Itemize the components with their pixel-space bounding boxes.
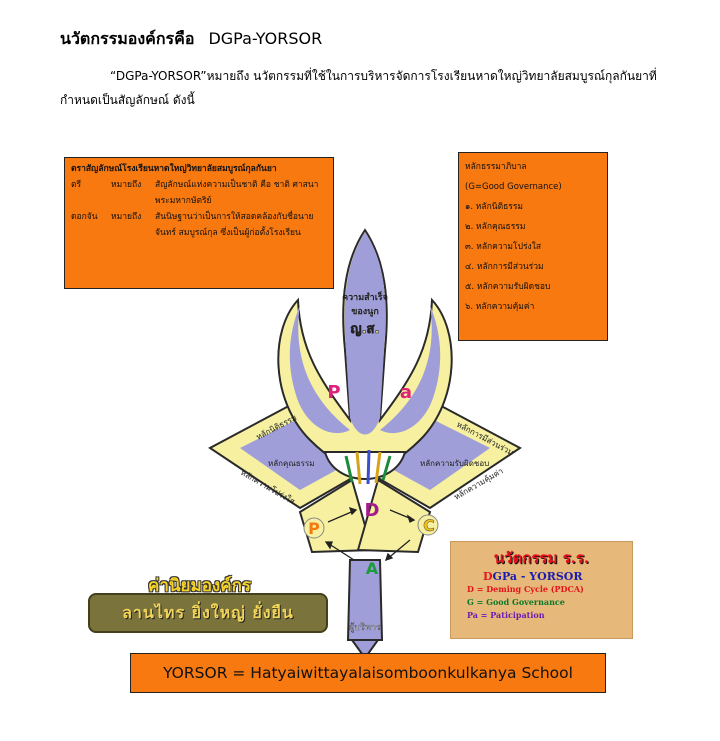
description: สันนิษฐานว่าเป็นการให้สอดคล้องกับชื่อนาย… <box>155 212 314 238</box>
governance-title: หลักธรรมาภิบาล <box>465 162 527 172</box>
cycle-letter-c: C <box>423 516 435 535</box>
governance-item: ๒. หลักคุณธรรม <box>465 222 526 232</box>
governance-box: หลักธรรมาภิบาล (G=Good Governance) ๑. หล… <box>458 152 608 341</box>
emblem-heading: ตราสัญลักษณ์โรงเรียนหาดใหญ่วิทยาลัยสมบูร… <box>71 164 277 174</box>
center-sticks <box>344 449 392 485</box>
innovation-line-pa: Pa = Paticipation <box>467 610 545 620</box>
title-name: DGPa-YORSOR <box>208 29 323 48</box>
values-motto: ลานไทร ยิ่งใหญ่ ยั่งยืน <box>122 602 294 622</box>
acronym-d: D <box>483 570 493 583</box>
acronym-rest: GPa - YORSOR <box>492 570 583 583</box>
governance-item: ๓. หลักความโปร่งใส <box>465 242 542 252</box>
emblem-description-box: ตราสัญลักษณ์โรงเรียนหาดใหญ่วิทยาลัยสมบูร… <box>64 157 334 289</box>
intro-paragraph: “DGPa-YORSOR”หมายถึง นวัตกรรมที่ใช้ในการ… <box>60 69 657 107</box>
top-label-3: ญ.ส. <box>351 322 380 337</box>
values-banner: ลานไทร ยิ่งใหญ่ ยั่งยืน <box>88 593 328 633</box>
innovation-heading: นวัตกรรม ร.ร. <box>493 549 590 567</box>
governance-item: ๕. หลักความรับผิดชอบ <box>465 282 551 292</box>
letter-a-big: a <box>400 382 412 403</box>
title-prefix: นวัตกรรมองค์กรคือ <box>60 29 195 48</box>
right-petal-label-2: หลักความรับผิดชอบ <box>420 459 489 468</box>
description: สัญลักษณ์แห่งความเป็นชาติ คือ ชาติ ศาสนา… <box>155 180 319 206</box>
innovation-acronym: DGPa - YORSOR <box>483 570 616 583</box>
bottom-stem-label: ผู้บริหาร <box>349 622 381 633</box>
left-petal-label-2: หลักคุณธรรม <box>268 459 315 468</box>
trident-stem <box>346 559 384 641</box>
footer-text: YORSOR = Hatyaiwittayalaisomboonkulkanya… <box>163 664 573 682</box>
governance-item: ๑. หลักนิติธรรม <box>465 202 524 212</box>
means: หมายถึง <box>111 180 142 190</box>
term: ตรี <box>71 180 82 190</box>
cycle-letter-d: D <box>365 500 380 521</box>
governance-item: ๔. หลักการมีส่วนร่วม <box>465 262 544 272</box>
governance-subtitle: (G=Good Governance) <box>465 182 562 192</box>
bottom-right-petal <box>356 478 432 554</box>
cycle-letter-p: P <box>308 519 320 538</box>
term: ดอกจัน <box>71 212 98 222</box>
page-title: นวัตกรรมองค์กรคือ DGPa-YORSOR <box>60 27 322 52</box>
innovation-box: นวัตกรรม ร.ร. DGPa - YORSOR D = Deming C… <box>450 541 633 639</box>
footer-box: YORSOR = Hatyaiwittayalaisomboonkulkanya… <box>130 653 606 693</box>
cycle-arrows <box>324 506 416 562</box>
emblem-row-trident: ตรี หมายถึง สัญลักษณ์แห่งความเป็นชาติ คื… <box>71 177 327 209</box>
governance-item: ๖. หลักความคุ้มค่า <box>465 302 535 312</box>
letter-p-big: P <box>327 382 340 403</box>
innovation-line-d: D = Deming Cycle (PDCA) <box>467 584 584 594</box>
values-title: ค่านิยมองค์กร <box>148 576 252 596</box>
cycle-letter-a: A <box>366 559 379 578</box>
emblem-row-flower: ดอกจัน หมายถึง สันนิษฐานว่าเป็นการให้สอด… <box>71 209 327 241</box>
innovation-line-g: G = Good Governance <box>467 597 565 607</box>
top-label-2: ของนูก <box>351 307 379 317</box>
means: หมายถึง <box>111 212 142 222</box>
top-label-1: ความสำเร็จ <box>342 290 388 303</box>
